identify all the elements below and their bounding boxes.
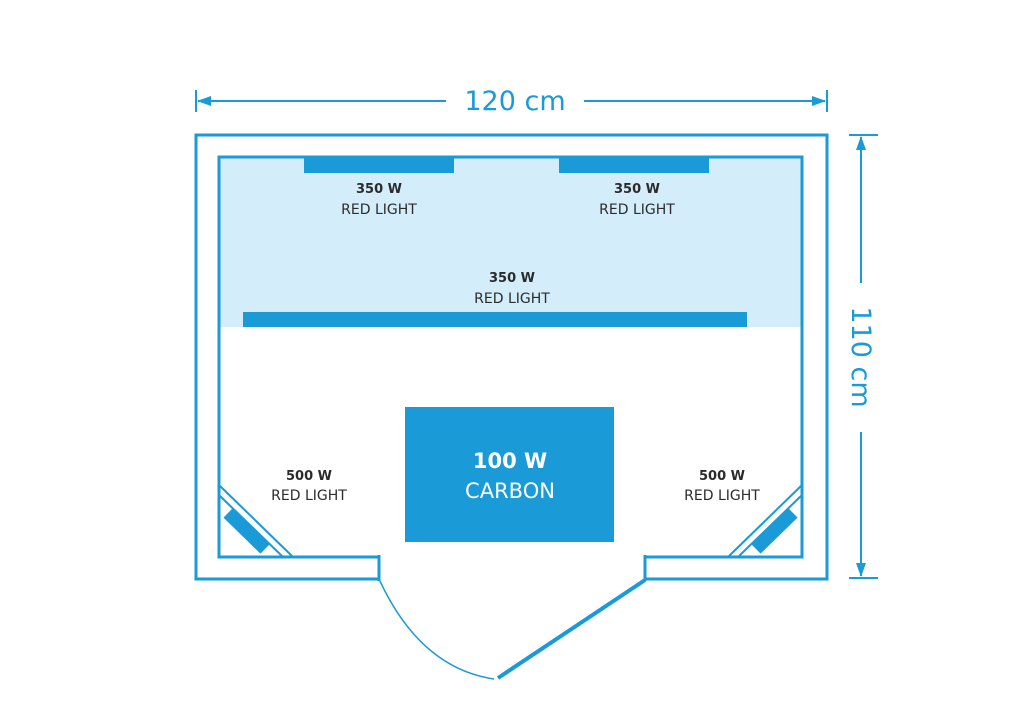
- carbon-heater-panel: [405, 407, 614, 542]
- heater-middle-power: 350 W: [489, 271, 535, 286]
- arrow-left-icon: [197, 96, 211, 106]
- heater-left-corner-power: 500 W: [286, 469, 332, 484]
- red-light-zone: [219, 157, 802, 327]
- heater-top-right-power: 350 W: [614, 182, 660, 197]
- carbon-heater-power: 100 W: [473, 449, 547, 473]
- heater-panel-middle: [243, 312, 747, 327]
- heater-top-left-power: 350 W: [356, 182, 402, 197]
- arrow-up-icon: [856, 136, 866, 150]
- heater-left-corner-type: RED LIGHT: [271, 488, 347, 504]
- corner-heater-left: [218, 484, 294, 558]
- heater-middle-type: RED LIGHT: [474, 291, 550, 307]
- heater-panel-top-left: [304, 157, 454, 173]
- corner-heater-right: [727, 484, 803, 558]
- heater-top-left-type: RED LIGHT: [341, 202, 417, 218]
- door-leaf: [496, 578, 647, 680]
- cabin-inner-wall: [217, 155, 804, 559]
- width-dimension: 120 cm: [195, 86, 828, 117]
- cabin-outer-wall: [194, 133, 829, 581]
- depth-dimension: 110 cm: [845, 134, 878, 579]
- heater-panel-top-right: [559, 157, 709, 173]
- arrow-right-icon: [812, 96, 826, 106]
- arrow-down-icon: [856, 563, 866, 577]
- heater-right-corner-power: 500 W: [699, 469, 745, 484]
- door-swing-arc: [378, 578, 495, 680]
- heater-right-corner-type: RED LIGHT: [684, 488, 760, 504]
- depth-label: 110 cm: [845, 306, 876, 407]
- carbon-heater-type: CARBON: [465, 479, 555, 503]
- heater-top-right-type: RED LIGHT: [599, 202, 675, 218]
- width-label: 120 cm: [464, 86, 565, 117]
